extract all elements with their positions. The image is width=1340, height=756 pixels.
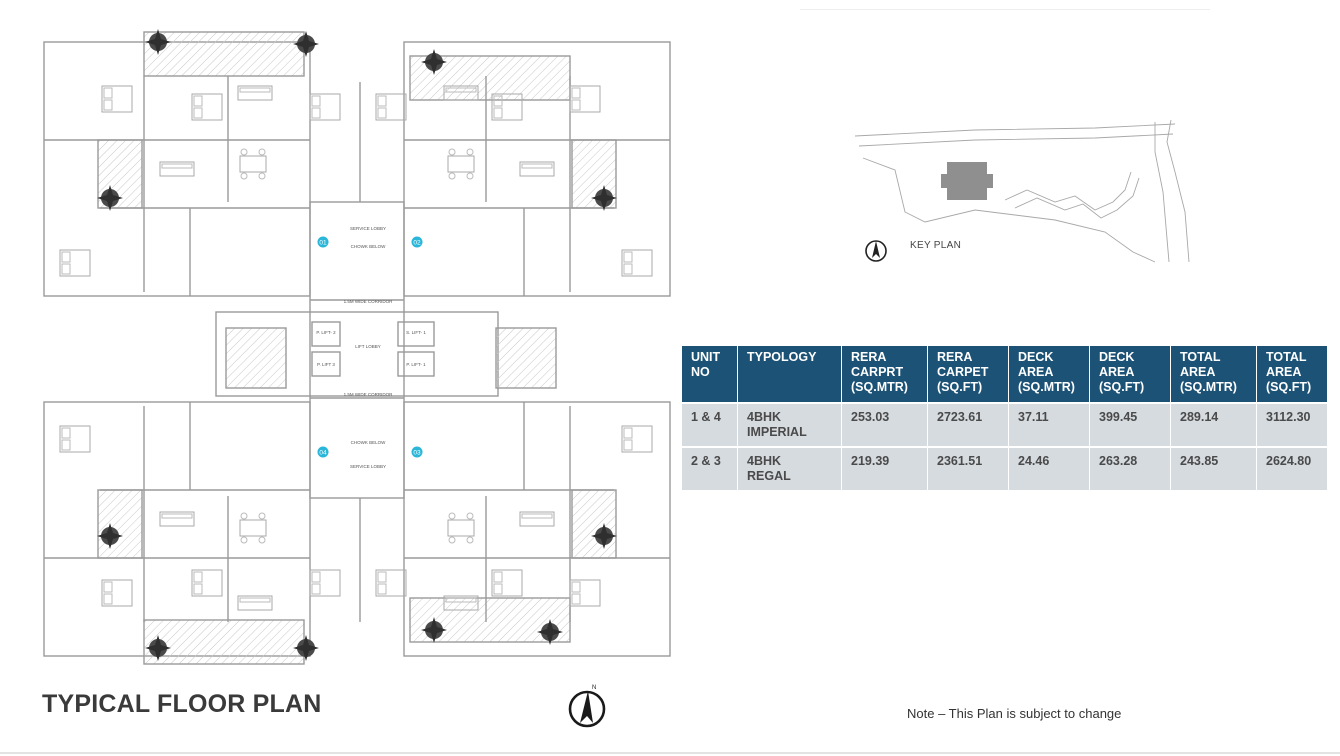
cell-total-ft: 2624.80 [1256,446,1327,490]
typology-line: 4BHK [747,454,782,468]
cell-total-mtr: 243.85 [1170,446,1257,490]
svg-text:02: 02 [413,240,421,247]
cell-deck-mtr: 24.46 [1008,446,1090,490]
key-plan-north-icon [865,240,887,262]
area-statement-table: UNIT NO TYPOLOGY RERA CARPRT (SQ.MTR) RE… [682,346,1327,490]
service-lobby-bottom: SERVICE LOBBY [350,464,386,469]
plan-note: Note – This Plan is subject to change [907,706,1122,721]
header-line: (SQ.MTR) [851,380,908,394]
header-line: TYPOLOGY [747,350,817,364]
cell-deck-ft: 399.45 [1089,402,1171,447]
chowk-top: CHOWK BELOW [351,244,387,249]
header-line: AREA [1099,365,1135,379]
chowk-bottom: CHOWK BELOW [351,440,387,445]
cell-unit: 2 & 3 [682,446,738,490]
header-line: NO [691,365,710,379]
header-line: TOTAL [1180,350,1221,364]
table-row: 1 & 4 4BHK IMPERIAL 253.03 2723.61 37.11… [682,402,1327,447]
svg-text:01: 01 [319,240,327,247]
header-deck-mtr: DECK AREA (SQ.MTR) [1008,346,1090,403]
table-header-row: UNIT NO TYPOLOGY RERA CARPRT (SQ.MTR) RE… [682,346,1327,403]
lift-label-4: P. LIFT- 1 [406,362,426,367]
cell-rera-ft: 2361.51 [927,446,1009,490]
cell-unit: 1 & 4 [682,402,738,447]
page-title: TYPICAL FLOOR PLAN [42,690,322,718]
cell-deck-mtr: 37.11 [1008,402,1090,447]
typology-line: 4BHK [747,410,782,424]
header-line: AREA [1266,365,1302,379]
header-line: (SQ.MTR) [1018,380,1075,394]
lift-label-3: S. LIFT- 1 [406,330,426,335]
cell-deck-ft: 263.28 [1089,446,1171,490]
floor-plan-drawing: 01 02 03 04 P. LIFT- 2 P. LIFT 3 S. LIFT… [43,29,671,665]
header-line: AREA [1018,365,1054,379]
svg-text:04: 04 [319,450,327,457]
header-line: DECK [1099,350,1135,364]
north-arrow-icon: N [568,685,606,728]
service-lobby-top: SERVICE LOBBY [350,226,386,231]
typology-line: IMPERIAL [747,425,807,439]
cell-typology: 4BHK IMPERIAL [737,402,842,447]
header-line: UNIT [691,350,721,364]
header-deck-ft: DECK AREA (SQ.FT) [1089,346,1171,403]
cell-rera-ft: 2723.61 [927,402,1009,447]
cell-typology: 4BHK REGAL [737,446,842,490]
unit-marker-4: 04 [317,446,329,458]
header-typology: TYPOLOGY [737,346,842,403]
header-line: RERA [851,350,887,364]
header-line: TOTAL [1266,350,1307,364]
header-line: CARPET [937,365,989,379]
header-rera-mtr: RERA CARPRT (SQ.MTR) [841,346,928,403]
header-total-ft: TOTAL AREA (SQ.FT) [1256,346,1327,403]
cell-total-mtr: 289.14 [1170,402,1257,447]
svg-text:N: N [592,685,596,691]
unit-marker-1: 01 [317,236,329,248]
key-plan-drawing [855,119,1190,263]
key-plan-label: KEY PLAN [910,240,962,251]
table-row: 2 & 3 4BHK REGAL 219.39 2361.51 24.46 26… [682,446,1327,490]
corridor-label-top: 1.5M WIDE CORRIDOR [344,299,394,304]
lift-label-2: P. LIFT 3 [317,362,335,367]
lobby-label: LIFT LOBBY [355,344,380,349]
svg-text:03: 03 [413,450,421,457]
lift-label-1: P. LIFT- 2 [316,330,336,335]
cell-rera-mtr: 253.03 [841,402,928,447]
header-line: (SQ.FT) [1266,380,1312,394]
cell-total-ft: 3112.30 [1256,402,1327,447]
header-line: AREA [1180,365,1216,379]
corridor-label-bottom: 1.5M WIDE CORRIDOR [344,392,394,397]
header-total-mtr: TOTAL AREA (SQ.MTR) [1170,346,1257,403]
header-line: RERA [937,350,973,364]
top-divider [800,9,1210,10]
header-line: (SQ.MTR) [1180,380,1237,394]
header-rera-ft: RERA CARPET (SQ.FT) [927,346,1009,403]
header-unit-no: UNIT NO [682,346,738,403]
bottom-divider [0,752,1340,754]
header-line: (SQ.FT) [937,380,983,394]
cell-rera-mtr: 219.39 [841,446,928,490]
header-line: DECK [1018,350,1054,364]
header-line: (SQ.FT) [1099,380,1145,394]
typology-line: REGAL [747,469,791,483]
unit-marker-2: 02 [411,236,423,248]
unit-marker-3: 03 [411,446,423,458]
header-line: CARPRT [851,365,904,379]
